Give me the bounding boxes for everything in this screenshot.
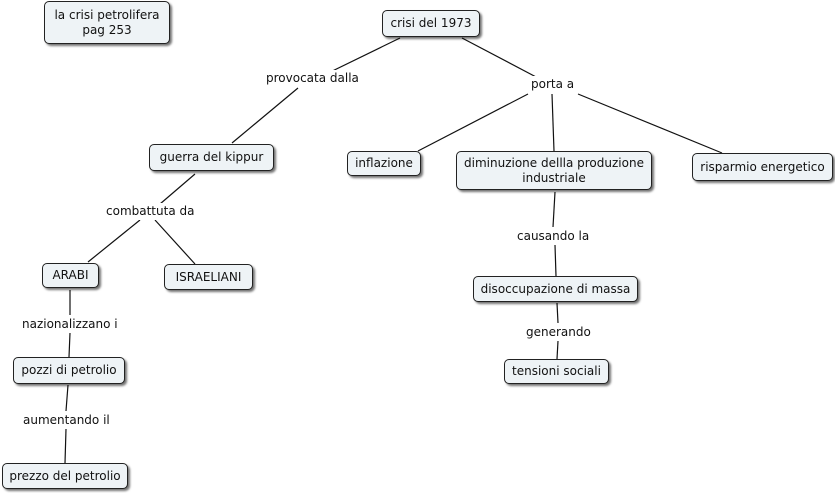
- concept-disoccupazione-di-massa[interactable]: disoccupazione di massa: [473, 276, 638, 302]
- link-label-causando-la: causando la: [515, 228, 592, 245]
- link-label-porta-a: porta a: [529, 76, 577, 93]
- title-note[interactable]: la crisi petrolifera pag 253: [44, 1, 170, 44]
- connector-combattuta-arabi: [87, 219, 141, 263]
- concept-diminuzione-produzione[interactable]: diminuzione dellla produzione industrial…: [456, 151, 652, 190]
- link-label-generando: generando: [524, 324, 593, 341]
- connector-generando-tensioni: [556, 340, 559, 360]
- connector-porta-risparmio: [577, 93, 723, 154]
- connector-aumentando-prezzo: [64, 428, 67, 464]
- concept-pozzi-di-petrolio[interactable]: pozzi di petrolio: [13, 357, 125, 384]
- concept-prezzo-del-petrolio[interactable]: prezzo del petrolio: [2, 463, 128, 489]
- connector-porta-inflazione: [417, 93, 529, 152]
- concept-tensioni-sociali[interactable]: tensioni sociali: [504, 359, 609, 384]
- connector-combattuta-israeliani: [154, 219, 196, 265]
- link-label-aumentando-il: aumentando il: [21, 412, 112, 429]
- connector-disoccupazione-generando: [556, 302, 559, 324]
- connector-provocata-guerra: [231, 87, 299, 144]
- concept-israeliani[interactable]: ISRAELIANI: [164, 264, 253, 290]
- concept-risparmio-energetico[interactable]: risparmio energetico: [692, 153, 833, 181]
- connector-nazionalizzano-pozzi: [68, 332, 71, 358]
- concept-crisi-del-1973[interactable]: crisi del 1973: [382, 10, 480, 37]
- link-label-provocata-dalla: provocata dalla: [264, 70, 361, 87]
- link-label-nazionalizzano-i: nazionalizzano i: [20, 316, 120, 333]
- concept-inflazione[interactable]: inflazione: [347, 151, 421, 176]
- connector-causando-disoccupazione: [554, 244, 557, 277]
- connector-diminuzione-causando: [552, 191, 556, 228]
- connector-root-porta: [461, 37, 539, 79]
- connector-pozzi-aumentando: [65, 384, 69, 412]
- connector-guerra-combattuta: [159, 173, 196, 205]
- concept-guerra-del-kippur[interactable]: guerra del kippur: [149, 144, 274, 171]
- concept-arabi[interactable]: ARABI: [42, 263, 99, 288]
- connector-porta-diminuzione: [551, 93, 555, 152]
- link-label-combattuta-da: combattuta da: [104, 203, 197, 220]
